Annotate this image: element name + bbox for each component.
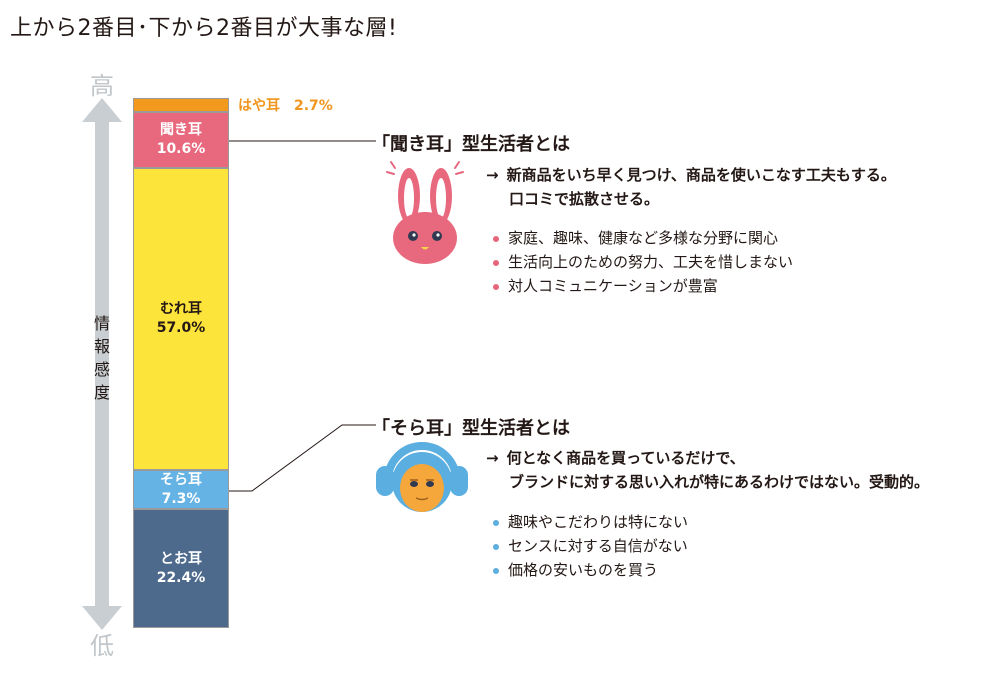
segment-hayamimi bbox=[133, 98, 229, 112]
segment-name: そら耳 bbox=[160, 471, 202, 488]
kikimimi-bullets: 家庭、趣味、健康など多様な分野に関心 生活向上のための努力、工夫を惜しまない 対… bbox=[493, 226, 793, 298]
soramimi-title: 「そら耳」型生活者とは bbox=[372, 418, 570, 439]
stacked-bar: 聞き耳 10.6% むれ耳 57.0% そら耳 7.3% とお耳 22.4% bbox=[133, 98, 229, 628]
list-item: 対人コミュニケーションが豊富 bbox=[493, 274, 793, 298]
soramimi-connector bbox=[229, 424, 376, 492]
segment-name: とお耳 bbox=[160, 550, 202, 567]
axis-arrow-icon bbox=[82, 98, 122, 630]
list-item: 家庭、趣味、健康など多様な分野に関心 bbox=[493, 226, 793, 250]
list-item: 趣味やこだわりは特にない bbox=[493, 510, 688, 534]
soramimi-bullets: 趣味やこだわりは特にない センスに対する自信がない 価格の安いものを買う bbox=[493, 510, 688, 582]
segment-value: 22.4% bbox=[156, 569, 206, 586]
soramimi-summary-line2: ブランドに対する思い入れが特にあるわけではない。受動的。 bbox=[509, 473, 930, 491]
axis-low-label: 低 bbox=[90, 632, 114, 660]
soramimi-summary: → 何となく商品を買っているだけで、 ブランドに対する思い入れが特にあるわけではな… bbox=[486, 446, 929, 494]
segment-name: 聞き耳 bbox=[160, 122, 202, 138]
segment-kikimimi: 聞き耳 10.6% bbox=[133, 112, 229, 168]
segment-name: むれ耳 bbox=[160, 301, 202, 317]
rabbit-icon bbox=[386, 161, 464, 264]
kikimimi-summary-line1: 新商品をいち早く見つけ、商品を使いこなす工夫もする。 bbox=[506, 166, 896, 184]
kikimimi-summary: → 新商品をいち早く見つけ、商品を使いこなす工夫もする。 口コミで拡散させる。 bbox=[486, 163, 896, 211]
kikimimi-summary-line2: 口コミで拡散させる。 bbox=[509, 190, 660, 208]
axis-high-label: 高 bbox=[90, 72, 114, 100]
axis-title: 情報感度 bbox=[93, 314, 110, 402]
monkey-headphones-icon bbox=[376, 442, 468, 512]
soramimi-arrow: → bbox=[486, 449, 499, 467]
hayamimi-value: 2.7% bbox=[294, 98, 333, 114]
hayamimi-name: はや耳 bbox=[238, 98, 280, 114]
segment-value: 10.6% bbox=[156, 141, 206, 157]
segment-soramimi: そら耳 7.3% bbox=[133, 470, 229, 509]
list-item: 価格の安いものを買う bbox=[493, 558, 688, 582]
segment-value: 57.0% bbox=[156, 320, 206, 336]
hayamimi-label: はや耳 2.7% bbox=[238, 95, 333, 115]
kikimimi-title: 「聞き耳」型生活者とは bbox=[372, 134, 570, 155]
list-item: 生活向上のための努力、工夫を惜しまない bbox=[493, 250, 793, 274]
segment-muremimi: むれ耳 57.0% bbox=[133, 168, 229, 470]
segment-toomimi: とお耳 22.4% bbox=[133, 509, 229, 628]
kikimimi-arrow: → bbox=[486, 166, 499, 184]
soramimi-summary-line1: 何となく商品を買っているだけで、 bbox=[506, 449, 745, 467]
list-item: センスに対する自信がない bbox=[493, 534, 688, 558]
page-title: 上から2番目･下から2番目が大事な層! bbox=[10, 16, 398, 41]
segment-value: 7.3% bbox=[161, 490, 201, 507]
